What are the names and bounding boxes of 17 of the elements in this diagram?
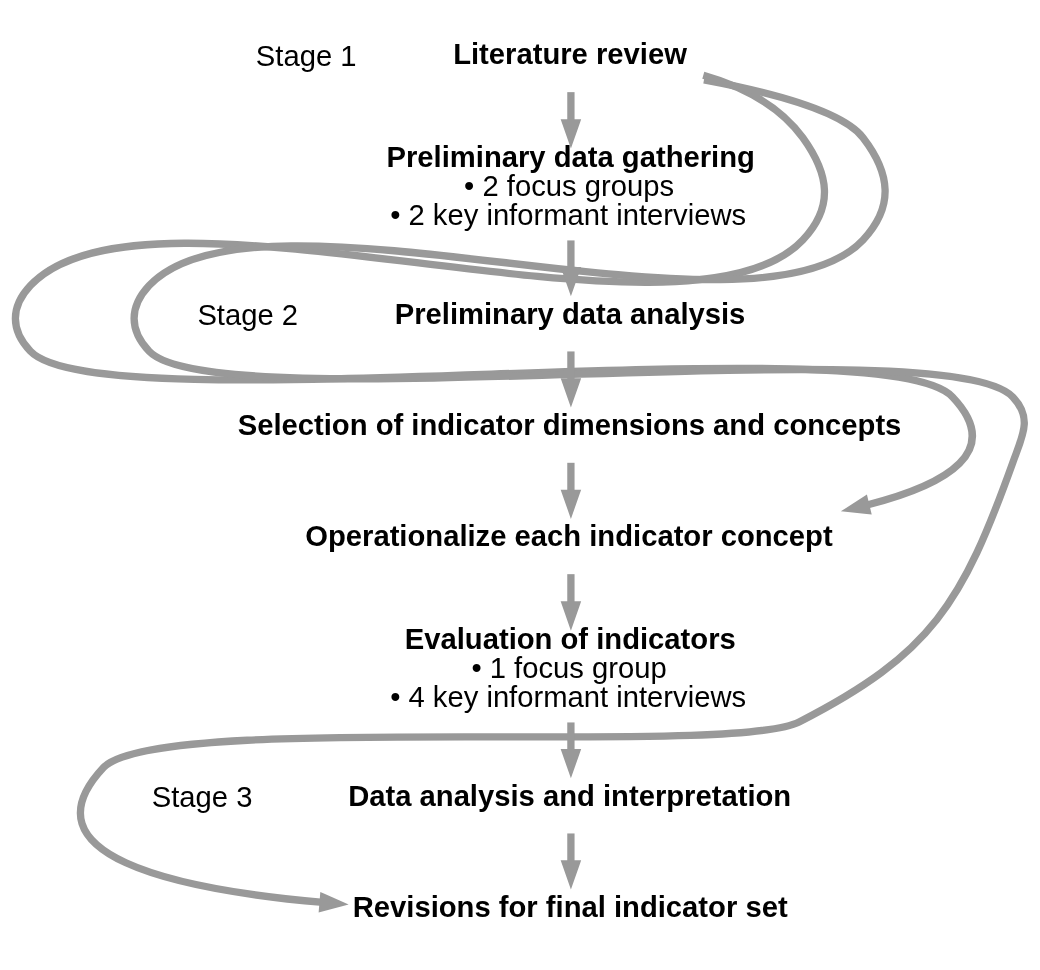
arrow <box>560 573 582 631</box>
label: Stage 1 <box>255 39 357 72</box>
node-text: Preliminary data analysis <box>394 297 746 330</box>
arrow <box>560 721 582 778</box>
node-text: Revisions for final indicator set <box>352 890 788 923</box>
node-text: Selection of indicator dimensions and concepts <box>237 408 902 441</box>
label: Stage 2 <box>197 298 299 331</box>
node-text: Operationalize each indicator concept <box>305 519 833 552</box>
arrow <box>560 350 582 408</box>
arrow <box>12 71 976 514</box>
node-text: Literature review <box>453 37 687 70</box>
node-text: Evaluation of indicators • 1 focus group • 4 key informant interviews <box>390 622 747 713</box>
node-text: Preliminary data gathering • 2 focus groups • 2 key informant interviews <box>386 140 755 231</box>
label: Stage 3 <box>151 780 253 813</box>
arrow <box>560 832 582 890</box>
node-text: Data analysis and interpretation <box>348 779 792 812</box>
arrow <box>560 239 582 296</box>
